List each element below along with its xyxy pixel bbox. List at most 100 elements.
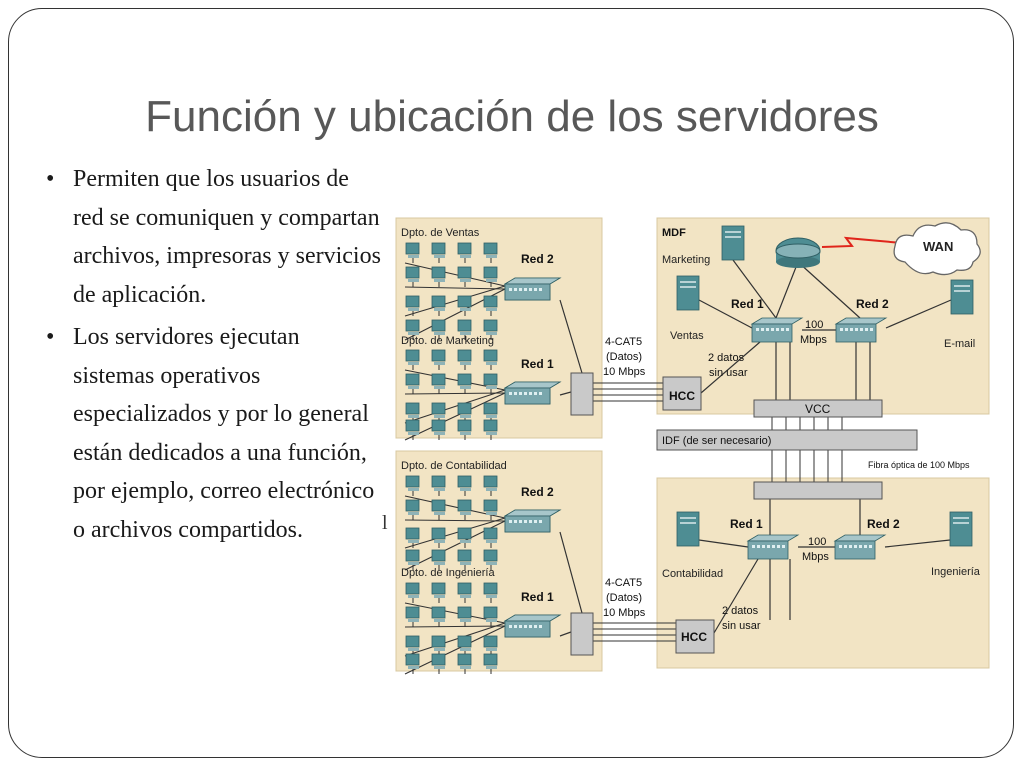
pc-base-icon <box>434 308 445 311</box>
pc-icon <box>483 653 498 666</box>
unused-label: 2 datos <box>722 605 759 617</box>
server-icon <box>721 225 745 261</box>
pc-base-icon <box>408 488 419 491</box>
switch-port-icon <box>786 328 789 331</box>
pc-icon <box>457 499 472 512</box>
pc-icon <box>431 582 446 595</box>
pc-icon <box>431 419 446 432</box>
switch-port-icon <box>782 545 785 548</box>
router-top-icon <box>775 243 821 259</box>
pc-icon <box>431 635 446 648</box>
switch-port-icon <box>865 328 868 331</box>
dept-bus-line <box>404 517 506 549</box>
mdf-line <box>885 299 952 329</box>
pc-base-icon <box>408 255 419 258</box>
switch-icon <box>747 540 789 560</box>
switch-port-icon <box>514 520 517 523</box>
red2-label: Red 2 <box>867 517 900 531</box>
server-marketing-label: Marketing <box>662 254 710 266</box>
pc-icon <box>457 319 472 332</box>
pc-icon <box>457 373 472 386</box>
uplink-line <box>559 631 572 637</box>
pc-icon <box>457 653 472 666</box>
switch-port-icon <box>524 288 527 291</box>
pc-base-icon <box>408 619 419 622</box>
switch-port-icon <box>519 288 522 291</box>
pc-base-icon <box>486 512 497 515</box>
server-slot-icon <box>680 281 696 283</box>
pc-base-icon <box>434 332 445 335</box>
pc-base-icon <box>434 540 445 543</box>
switch-icon <box>835 323 877 343</box>
server-slot-icon <box>953 522 969 524</box>
switch-port-icon <box>849 545 852 548</box>
pc-icon <box>405 349 420 362</box>
server-icon <box>949 511 973 547</box>
server-slot-icon <box>954 290 970 292</box>
red2-label: Red 2 <box>521 252 554 266</box>
panel-ventas-marketing <box>395 217 603 439</box>
switch-port-icon <box>524 520 527 523</box>
hcc-box <box>662 376 702 411</box>
fibra-bar <box>753 481 883 500</box>
switch-icon <box>504 515 551 533</box>
switch-top-icon <box>503 509 562 517</box>
bullet-mark: • <box>46 166 55 192</box>
switch-port-icon <box>509 520 512 523</box>
pc-icon <box>405 373 420 386</box>
pc-base-icon <box>460 432 471 435</box>
slide-title: Función y ubicación de los servidores <box>145 92 879 141</box>
switch-port-icon <box>539 288 542 291</box>
pc-icon <box>483 527 498 540</box>
pc-base-icon <box>434 648 445 651</box>
switch-icon <box>504 283 551 301</box>
switch-port-icon <box>859 545 862 548</box>
pc-base-icon <box>408 540 419 543</box>
pc-base-icon <box>434 415 445 418</box>
speed-label: 100 <box>808 536 826 548</box>
pc-icon <box>431 475 446 488</box>
pc-base-icon <box>408 362 419 365</box>
pc-base-icon <box>486 432 497 435</box>
switch-icon <box>751 323 793 343</box>
pc-icon <box>431 319 446 332</box>
pc-icon <box>431 349 446 362</box>
pc-icon <box>405 582 420 595</box>
switch-icon <box>504 620 551 638</box>
pc-base-icon <box>460 595 471 598</box>
pc-icon <box>483 419 498 432</box>
pc-base-icon <box>408 595 419 598</box>
pc-base-icon <box>486 332 497 335</box>
dept-bus-line <box>404 285 506 317</box>
pc-icon <box>457 419 472 432</box>
wan-cloud-icon <box>893 222 981 276</box>
pc-base-icon <box>408 432 419 435</box>
pc-base-icon <box>486 488 497 491</box>
pc-icon <box>405 653 420 666</box>
pc-base-icon <box>434 279 445 282</box>
dept-bus-line <box>404 389 506 424</box>
switch-port-icon <box>534 288 537 291</box>
pc-base-icon <box>460 488 471 491</box>
pc-icon <box>431 653 446 666</box>
dept-bus-line <box>404 392 506 441</box>
pc-base-icon <box>486 540 497 543</box>
server-icon <box>676 511 700 547</box>
pc-base-icon <box>460 332 471 335</box>
pc-base-icon <box>486 279 497 282</box>
switch-port-icon <box>509 625 512 628</box>
server-slot-icon <box>954 285 970 287</box>
pc-base-icon <box>408 386 419 389</box>
switch-port-icon <box>855 328 858 331</box>
pc-icon <box>405 266 420 279</box>
red1-label: Red 1 <box>731 297 764 311</box>
switch-port-icon <box>514 288 517 291</box>
switch-port-icon <box>509 392 512 395</box>
bullet-text: Permiten que los usuarios de red se comu… <box>73 166 381 308</box>
bottom-line <box>698 539 749 548</box>
switch-port-icon <box>850 328 853 331</box>
switch-port-icon <box>772 545 775 548</box>
pc-icon <box>431 266 446 279</box>
pc-base-icon <box>434 512 445 515</box>
